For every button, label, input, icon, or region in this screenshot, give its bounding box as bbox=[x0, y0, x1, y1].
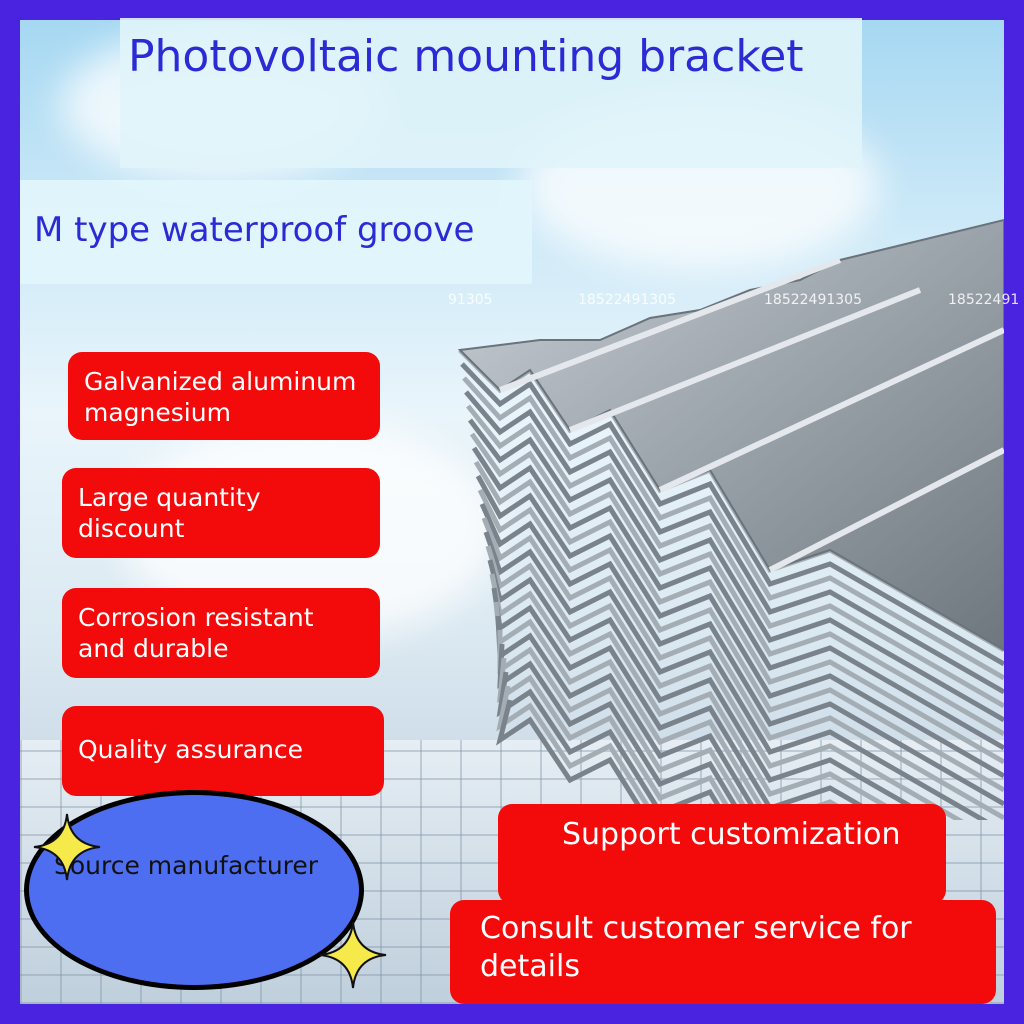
title-backdrop bbox=[120, 18, 862, 168]
support-label: Support customization bbox=[562, 817, 901, 852]
feature-label: Quality assurance bbox=[78, 735, 304, 764]
feature-badge-material: Galvanized aluminum magnesium bbox=[68, 352, 380, 440]
watermark-phone: 18522491305 bbox=[578, 292, 676, 308]
watermark-phone: 18522491 bbox=[948, 292, 1020, 308]
source-manufacturer-label: Source manufacturer bbox=[54, 851, 319, 880]
corrugated-steel-sheets-image bbox=[457, 218, 1004, 820]
subtitle-backdrop bbox=[20, 180, 532, 284]
sparkle-star-icon bbox=[319, 921, 387, 989]
consult-service-badge: Consult customer service for details bbox=[450, 900, 996, 1004]
watermark-phone: 18522491305 bbox=[764, 292, 862, 308]
feature-label: Large quantity discount bbox=[78, 483, 261, 543]
sparkle-star-icon bbox=[33, 813, 101, 881]
watermark-phone: 91305 bbox=[448, 292, 493, 308]
feature-badge-discount: Large quantity discount bbox=[62, 468, 380, 558]
page-subtitle: M type waterproof groove bbox=[34, 210, 475, 250]
feature-label: Galvanized aluminum magnesium bbox=[84, 367, 357, 427]
feature-label: Corrosion resistant and durable bbox=[78, 603, 314, 663]
feature-badge-quality: Quality assurance bbox=[62, 706, 384, 796]
consult-label: Consult customer service for details bbox=[480, 911, 912, 984]
support-customization-badge: Support customization bbox=[498, 804, 946, 904]
source-ellipse bbox=[24, 790, 364, 990]
page-title: Photovoltaic mounting bracket bbox=[128, 31, 804, 82]
feature-badge-durability: Corrosion resistant and durable bbox=[62, 588, 380, 678]
